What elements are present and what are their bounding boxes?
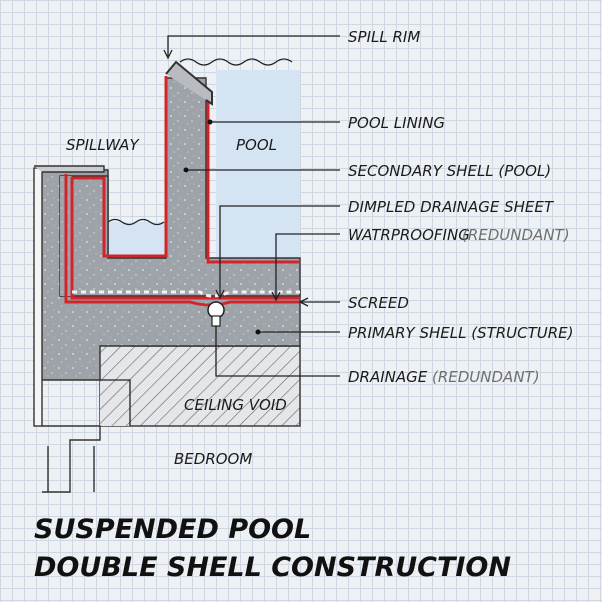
leader-spill-rim-arrow <box>163 49 173 60</box>
title-line-1: SUSPENDED POOL <box>34 514 311 545</box>
label-primary-shell: PRIMARY SHELL (STRUCTURE) <box>348 324 574 342</box>
spillway-water <box>108 222 166 260</box>
area-ceiling-void: CEILING VOID <box>184 396 287 414</box>
leader-dot <box>183 167 189 173</box>
leader-drainage <box>215 326 340 377</box>
window-frame <box>42 425 101 493</box>
leader-dot <box>207 119 213 125</box>
label-spill-rim: SPILL RIM <box>348 28 420 46</box>
facade-coping <box>34 165 105 173</box>
drain-pipe <box>211 315 221 327</box>
pool-water-surface <box>179 58 293 66</box>
slab-edge-hatch <box>100 346 130 426</box>
spill-rim-cap <box>165 60 213 106</box>
leader-screed-arrow <box>298 297 309 307</box>
label-drainage-note: (REDUNDANT) <box>432 368 540 386</box>
label-waterproofing-note: (REDUNDANT) <box>462 226 570 244</box>
pool-lining-membrane <box>206 92 300 264</box>
spillway-membrane <box>70 76 300 300</box>
area-spillway: SPILLWAY <box>66 136 140 154</box>
leader-dot <box>255 329 261 335</box>
facade-wall <box>33 167 43 427</box>
leader-dimpled-arrow <box>215 289 225 300</box>
label-pool-lining: POOL LINING <box>348 114 445 132</box>
area-pool: POOL <box>236 136 277 154</box>
leader-waterproofing <box>275 233 340 298</box>
slab-step <box>100 379 131 426</box>
dimpled-sheet <box>72 290 300 298</box>
spillway-water-surface <box>107 218 165 226</box>
label-dimpled-sheet: DIMPLED DRAINAGE SHEET <box>348 198 555 216</box>
leader-spill-rim <box>167 35 340 56</box>
leader-dimpled-sheet <box>219 205 340 296</box>
label-waterproofing: WATRPROOFING <box>348 226 470 244</box>
title-line-2: DOUBLE SHELL CONSTRUCTION <box>34 552 511 583</box>
pool-water <box>216 70 300 260</box>
waterproofing-membrane <box>64 174 300 307</box>
ceiling-void-slab <box>99 345 301 427</box>
label-secondary-shell: SECONDARY SHELL (POOL) <box>348 162 551 180</box>
leader-waterproofing-arrow <box>271 291 281 302</box>
area-bedroom: BEDROOM <box>174 450 252 468</box>
label-screed: SCREED <box>348 294 409 312</box>
label-drainage: DRAINAGE <box>348 368 428 386</box>
